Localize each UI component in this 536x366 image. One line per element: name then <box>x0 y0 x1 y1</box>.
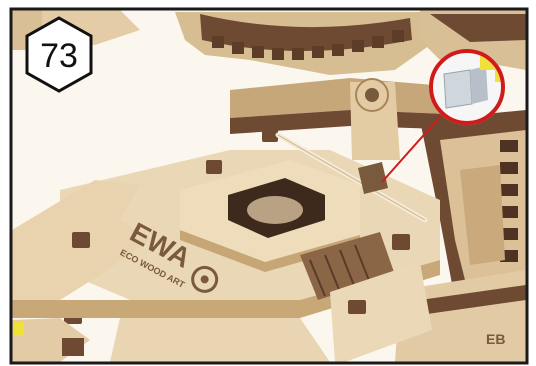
model-mark-engraving: EB <box>486 331 505 347</box>
step-number: 73 <box>40 37 78 75</box>
